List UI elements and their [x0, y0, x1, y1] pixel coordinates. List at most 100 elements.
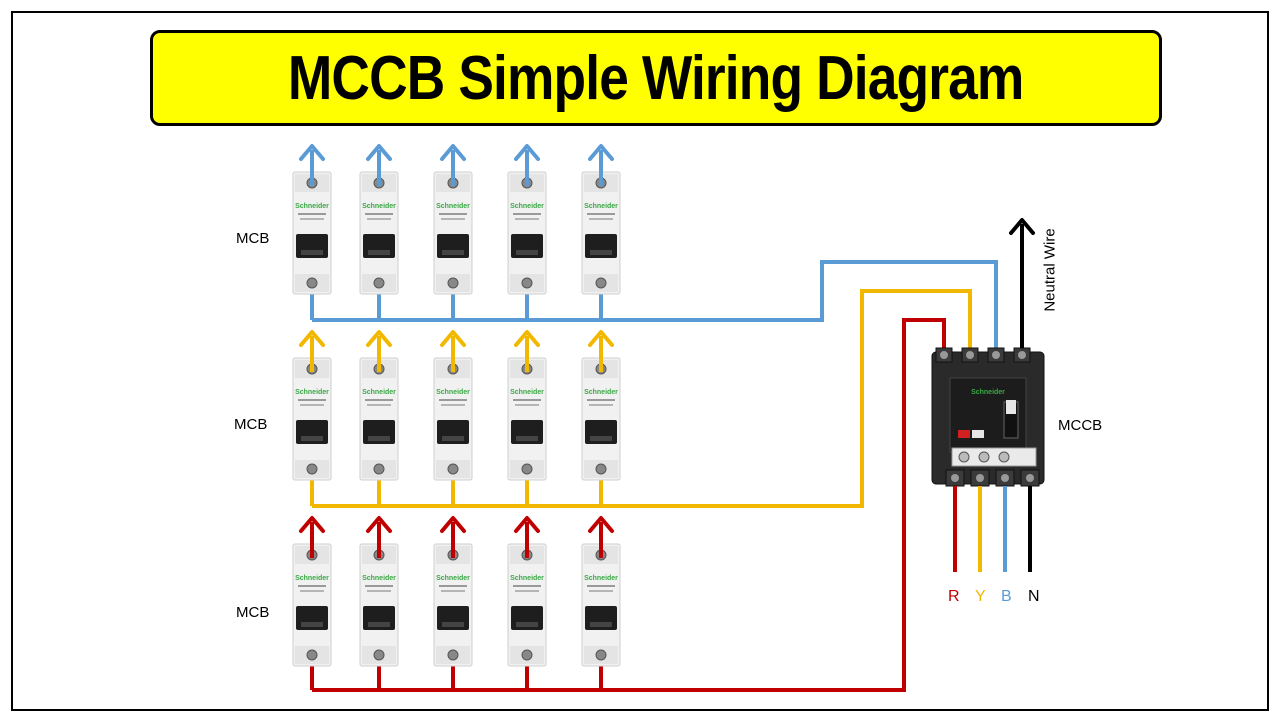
arrow-r2-c5-head	[588, 330, 614, 347]
arrow-r2-c4	[514, 330, 540, 372]
title-banner: MCCB Simple Wiring Diagram	[150, 30, 1162, 126]
mcb-r2-c2-toggle-slot	[368, 436, 390, 441]
mcb-r3-c5-rating-text	[587, 585, 615, 587]
mcb-r2-c2-brand-logo: Schneider	[362, 389, 396, 396]
mccb-bottom-screw-4	[1026, 474, 1034, 482]
arrow-r3-c2-head	[366, 516, 392, 533]
mcb-r2-c4-toggle-slot	[516, 436, 538, 441]
mcb-r3-c1-toggle-slot	[301, 622, 323, 627]
mcb-r2-c5: Schneider	[581, 357, 621, 481]
mcb-r2-c4-bottom-screw	[521, 463, 533, 475]
mcb-r1-c4-bottom-screw	[521, 277, 533, 289]
mcb-label-row-3: MCB	[236, 604, 270, 621]
wire-y	[310, 289, 972, 508]
mcb-r2-c4-rating-text	[513, 399, 541, 401]
mcb-r2-c3-rating-text-2	[441, 404, 465, 406]
wire-b	[310, 260, 998, 355]
mcb-r2-c4: Schneider	[507, 357, 547, 481]
arrow-r1-c1-head	[299, 144, 325, 161]
mcb-r3-c1: Schneider	[292, 543, 332, 667]
arrow-r3-c5-head	[588, 516, 614, 533]
mcb-r2-c2-rating-text-2	[367, 404, 391, 406]
mcb-r1-c5-rating-text-2	[589, 218, 613, 220]
arrow-r2-c3	[440, 330, 466, 372]
mcb-r3-c3-rating-text-2	[441, 590, 465, 592]
arrow-r3-c1	[299, 516, 325, 558]
neutral-wire-arrow-head	[1009, 218, 1035, 235]
mcb-r2-c1-toggle-slot	[301, 436, 323, 441]
mcb-r3-c3: Schneider	[433, 543, 473, 667]
mcb-r2-c5-rating-text-2	[589, 404, 613, 406]
mcb-r2-c3-toggle-slot	[442, 436, 464, 441]
mcb-r2-c1-brand-logo: Schneider	[295, 389, 329, 396]
arrow-r3-c4-head	[514, 516, 540, 533]
mccb-top-screw-3	[992, 351, 1000, 359]
arrow-r3-c1-head	[299, 516, 325, 533]
arrow-r3-c3-head	[440, 516, 466, 533]
mcb-r3-c2-toggle-slot	[368, 622, 390, 627]
mcb-r1-c4-rating-text-2	[515, 218, 539, 220]
mcb-r2-c4-brand-logo: Schneider	[510, 389, 544, 396]
phase-label-y: Y	[975, 588, 986, 605]
mcb-r1-c2-brand-logo: Schneider	[362, 203, 396, 210]
mcb-r1-c5-brand-logo: Schneider	[584, 203, 618, 210]
arrow-r1-c2-head	[366, 144, 392, 161]
mccb-device: Schneider	[931, 347, 1045, 572]
mcb-r1-c4-rating-text	[513, 213, 541, 215]
mccb-label: MCCB	[1058, 417, 1103, 434]
mcb-r1-c4-brand-logo: Schneider	[510, 203, 544, 210]
mcb-r1-c4: Schneider	[507, 171, 547, 295]
mccb-dial-3	[998, 451, 1010, 463]
arrow-r3-c5	[588, 516, 614, 558]
mcb-r1-c1-brand-logo: Schneider	[295, 203, 329, 210]
mcb-r3-c4-brand-logo: Schneider	[510, 575, 544, 582]
mcb-r3-c3-bottom-screw	[447, 649, 459, 661]
arrow-r3-c4	[514, 516, 540, 558]
mcb-r3-c4-bottom-screw	[521, 649, 533, 661]
wire-r-bus	[312, 318, 946, 692]
mcb-r1-c4-toggle-slot	[516, 250, 538, 255]
arrow-r3-c3	[440, 516, 466, 558]
mcb-r1-c1: Schneider	[292, 171, 332, 295]
arrow-r2-c2-head	[366, 330, 392, 347]
mcb-r2-c1: Schneider	[292, 357, 332, 481]
mcb-r2-c5-rating-text	[587, 399, 615, 401]
mccb-dial-1	[958, 451, 970, 463]
mcb-r1-c2-rating-text-2	[367, 218, 391, 220]
mcb-r1-c5: Schneider	[581, 171, 621, 295]
mcb-r3-c5-rating-text-2	[589, 590, 613, 592]
mcb-r2-c3-brand-logo: Schneider	[436, 389, 470, 396]
mcb-r3-c2-bottom-screw	[373, 649, 385, 661]
arrow-r2-c1	[299, 330, 325, 372]
mccb-bottom-screw-2	[976, 474, 984, 482]
mcb-r1-c3-brand-logo: Schneider	[436, 203, 470, 210]
mccb-rating-plate	[972, 430, 984, 438]
mcb-r2-c3-bottom-screw	[447, 463, 459, 475]
arrow-r1-c1	[299, 144, 325, 186]
arrow-r3-c2	[366, 516, 392, 558]
arrow-r1-c2	[366, 144, 392, 186]
mccb-toggle-grip	[1006, 400, 1016, 414]
mcb-r3-c2-brand-logo: Schneider	[362, 575, 396, 582]
mcb-r2-c1-rating-text	[298, 399, 326, 401]
arrow-r1-c3-head	[440, 144, 466, 161]
arrow-r2-c1-head	[299, 330, 325, 347]
mccb-top-screw-2	[966, 351, 974, 359]
mcb-r3-c3-toggle-slot	[442, 622, 464, 627]
mcb-r2-c5-brand-logo: Schneider	[584, 389, 618, 396]
mcb-r2-c3: Schneider	[433, 357, 473, 481]
mcb-r1-c2-rating-text	[365, 213, 393, 215]
mcb-r1-c1-bottom-screw	[306, 277, 318, 289]
mccb-setting-dials	[951, 447, 1037, 467]
wire-y-bus	[312, 289, 972, 508]
arrow-r2-c3-head	[440, 330, 466, 347]
mcb-r3-c5-brand-logo: Schneider	[584, 575, 618, 582]
mcb-r1-c3-rating-text	[439, 213, 467, 215]
mcb-r1-c1-rating-text	[298, 213, 326, 215]
mcb-r2-c5-toggle-slot	[590, 436, 612, 441]
mccb-bottom-screw-3	[1001, 474, 1009, 482]
neutral-wire-arrow	[1009, 218, 1035, 348]
mcb-r1-c5-bottom-screw	[595, 277, 607, 289]
